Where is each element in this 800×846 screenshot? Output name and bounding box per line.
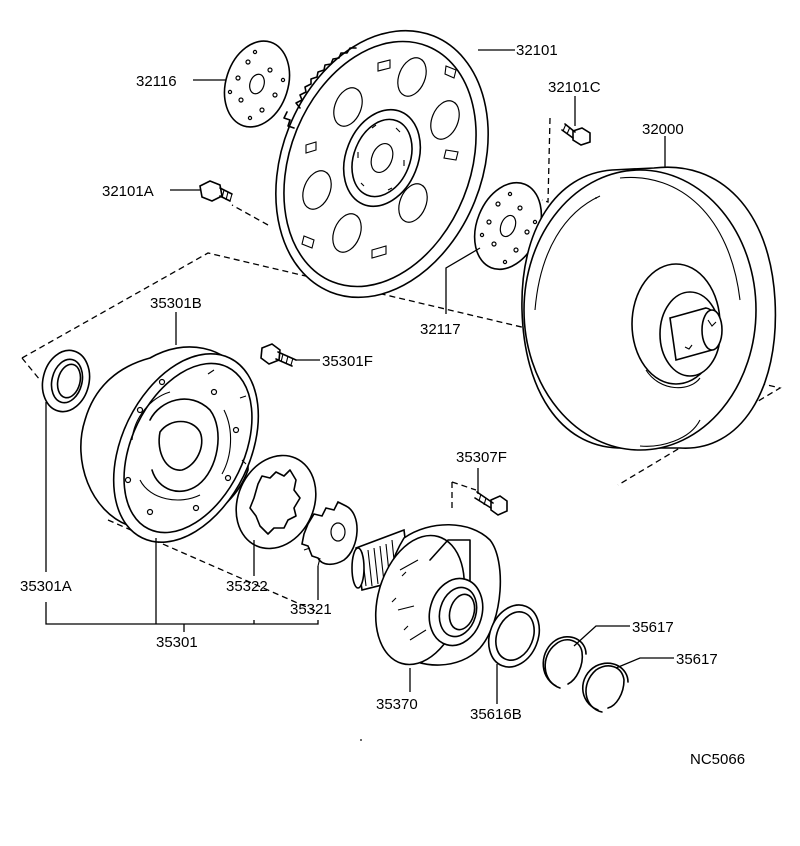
label-35322: 35322 (226, 578, 268, 595)
label-35301: 35301 (156, 634, 198, 651)
label-35616B: 35616B (470, 706, 522, 723)
leader-lines (45, 49, 674, 704)
label-35301F: 35301F (322, 353, 373, 370)
oil-pump-body-35301 (80, 346, 260, 543)
label-35301B: 35301B (150, 295, 202, 312)
diagram-code: NC5066 (690, 751, 745, 768)
drive-plate-32116 (223, 40, 291, 128)
drive-gear-35321 (301, 500, 358, 567)
driven-gear-35322 (235, 454, 317, 550)
label-32101: 32101 (516, 42, 558, 59)
label-35301A: 35301A (20, 578, 72, 595)
label-32000: 32000 (642, 121, 684, 138)
oil-seal-ring-35617-lower (582, 662, 629, 713)
bolt-32101C (561, 123, 591, 146)
bolt-32101A (199, 180, 233, 202)
label-35370: 35370 (376, 696, 418, 713)
drive-plate-ring-gear-32101 (275, 29, 489, 299)
oil-seal-35301A (41, 349, 91, 413)
label-35307F: 35307F (456, 449, 507, 466)
stator-shaft-35370 (351, 523, 502, 666)
bolt-35301F (260, 343, 297, 367)
part-labels: 32101 32116 32101C 32000 32101A 32117 35… (20, 42, 745, 768)
seal-ring-35616B (487, 604, 541, 668)
label-32116: 32116 (136, 73, 177, 90)
label-32117: 32117 (420, 321, 461, 338)
oil-seal-ring-35617-upper (542, 636, 587, 689)
plate-32117 (473, 181, 543, 271)
scan-specks (360, 197, 597, 741)
bolt-35307F (474, 491, 508, 516)
label-32101C: 32101C (548, 79, 601, 96)
label-35617-upper: 35617 (632, 619, 674, 636)
label-35321: 35321 (290, 601, 332, 618)
label-35617-lower: 35617 (676, 651, 718, 668)
torque-converter-32000 (521, 166, 777, 451)
label-32101A: 32101A (102, 183, 154, 200)
